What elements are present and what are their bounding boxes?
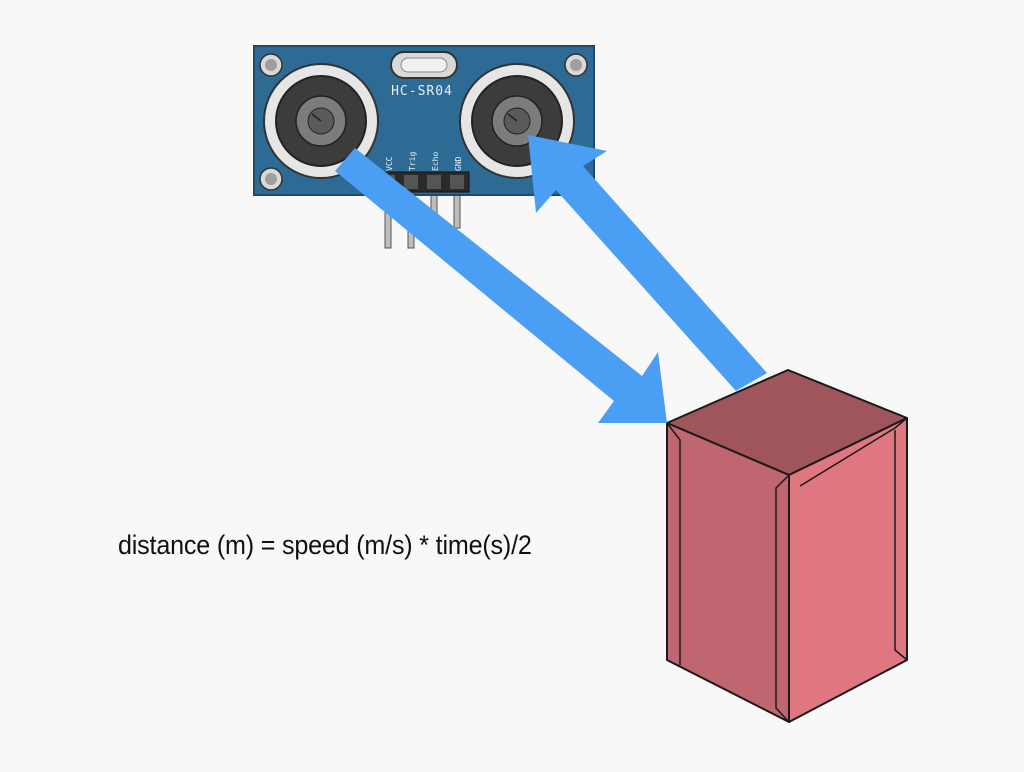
pin-label-trig: Trig: [408, 152, 417, 171]
pin-label-gnd: GND: [454, 156, 463, 171]
outgoing-pulse-arrow: [335, 148, 667, 423]
ultrasonic-sensor: HC-SR04 VCC Trig Echo GND: [253, 45, 595, 249]
transmitter-transducer: [263, 63, 379, 179]
target-object-box: [666, 369, 908, 723]
pin-label-vcc: VCC: [385, 156, 394, 171]
box-front-face: [666, 422, 790, 723]
pin-label-echo: Echo: [431, 152, 440, 171]
distance-formula: distance (m) = speed (m/s) * time(s)/2: [118, 530, 532, 560]
return-echo-arrow: [528, 135, 767, 391]
sensor-model-label: HC-SR04: [391, 84, 453, 99]
